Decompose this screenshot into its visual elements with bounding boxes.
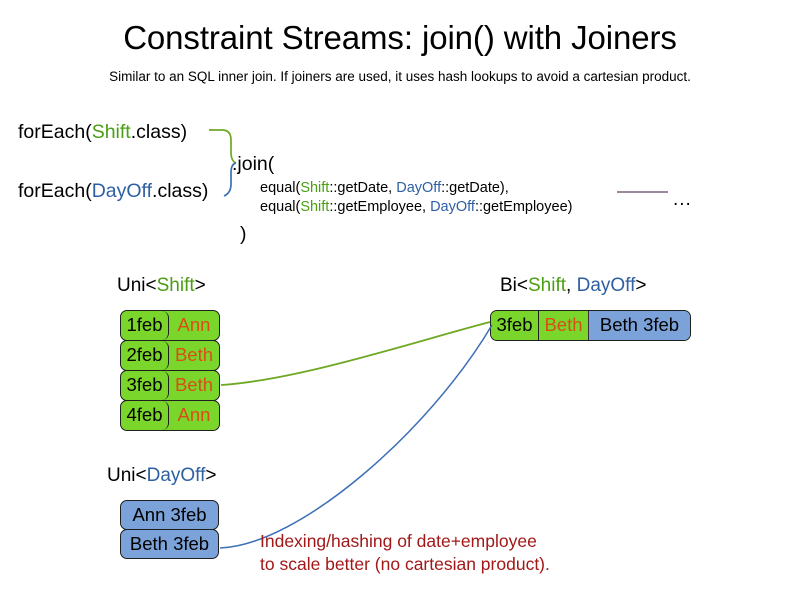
code-foreach-dayoff: forEach(DayOff.class) [18, 179, 208, 203]
cell-dayoff: Ann 3feb [121, 501, 218, 529]
foreach-dayoff-prefix: forEach( [18, 180, 92, 202]
cell-employee: Ann [169, 401, 219, 430]
code-foreach-shift: forEach(Shift.class) [18, 120, 187, 144]
uni-shift-suffix: > [194, 275, 206, 296]
joiner-left-type-2: Shift [300, 199, 330, 215]
match-curve-shift-icon [220, 321, 491, 386]
type-shift: Shift [91, 121, 131, 143]
annotation-line-1: Indexing/hashing of date+employee [260, 531, 537, 551]
cell-date: 3feb [491, 311, 539, 340]
cell-employee: Beth [169, 341, 219, 370]
foreach-dayoff-suffix: .class) [152, 180, 209, 202]
bi-tuple-row[interactable]: 3feb Beth Beth 3feb [490, 310, 691, 341]
page-subtitle: Similar to an SQL inner join. If joiners… [109, 69, 691, 84]
label-uni-dayoff: Uni<DayOff> [107, 464, 217, 488]
uni-dayoff-suffix: > [205, 465, 217, 486]
code-ellipsis: ... [673, 189, 692, 210]
table-row[interactable]: Ann 3feb [120, 500, 219, 530]
bi-separator: , [566, 275, 577, 296]
joiner-right-method-2: ::getEmployee) [474, 199, 573, 215]
uni-dayoff-type: DayOff [146, 465, 206, 486]
table-row[interactable]: 4feb Ann [120, 400, 220, 431]
bi-type-dayoff: DayOff [576, 275, 636, 296]
cell-date: 4feb [121, 401, 169, 430]
joiner-call-1: equal( [260, 180, 301, 196]
label-uni-shift: Uni<Shift> [117, 274, 206, 298]
cell-employee: Beth [539, 311, 589, 340]
code-join-close: ) [240, 223, 247, 245]
table-row[interactable]: Beth 3feb [120, 529, 219, 559]
bi-type-shift: Shift [528, 275, 567, 296]
foreach-shift-suffix: .class) [130, 121, 188, 143]
uni-shift-type: Shift [156, 275, 195, 296]
code-join-open: .join( [232, 153, 275, 175]
annotation-note: Indexing/hashing of date+employee to sca… [260, 530, 550, 576]
cell-employee: Ann [169, 311, 219, 340]
type-dayoff: DayOff [91, 180, 153, 202]
cell-date: 3feb [121, 371, 169, 400]
match-curve-dayoff-icon [219, 324, 493, 549]
code-joiner-equal-date: equal(Shift::getDate, DayOff::getDate), [260, 179, 509, 198]
cell-dayoff: Beth 3feb [121, 530, 218, 558]
cell-dayoff: Beth 3feb [589, 311, 690, 340]
uni-dayoff-prefix: Uni< [107, 465, 147, 486]
joiner-right-type-2: DayOff [430, 199, 475, 215]
code-joiner-equal-employee: equal(Shift::getEmployee, DayOff::getEmp… [260, 198, 572, 217]
page-title: Constraint Streams: join() with Joiners [123, 19, 677, 56]
joiner-left-method-1: ::getDate, [329, 180, 397, 196]
cell-date: 2feb [121, 341, 169, 370]
table-row[interactable]: 2feb Beth [120, 340, 220, 371]
annotation-line-2: to scale better (no cartesian product). [260, 554, 550, 574]
table-row[interactable]: 3feb Beth [120, 370, 220, 401]
cell-employee: Beth [169, 371, 219, 400]
joiner-left-method-2: ::getEmployee, [329, 199, 431, 215]
cell-date: 1feb [121, 311, 169, 340]
bi-prefix: Bi< [500, 275, 528, 296]
joiner-right-method-1: ::getDate), [441, 180, 509, 196]
joiner-right-type-1: DayOff [396, 180, 442, 196]
uni-shift-prefix: Uni< [117, 275, 157, 296]
table-row[interactable]: 1feb Ann [120, 310, 220, 341]
joiner-left-type-1: Shift [300, 180, 330, 196]
foreach-shift-prefix: forEach( [18, 121, 92, 143]
label-bi-shift-dayoff: Bi<Shift, DayOff> [500, 274, 646, 298]
bi-suffix: > [635, 275, 647, 296]
joiner-call-2: equal( [260, 199, 301, 215]
